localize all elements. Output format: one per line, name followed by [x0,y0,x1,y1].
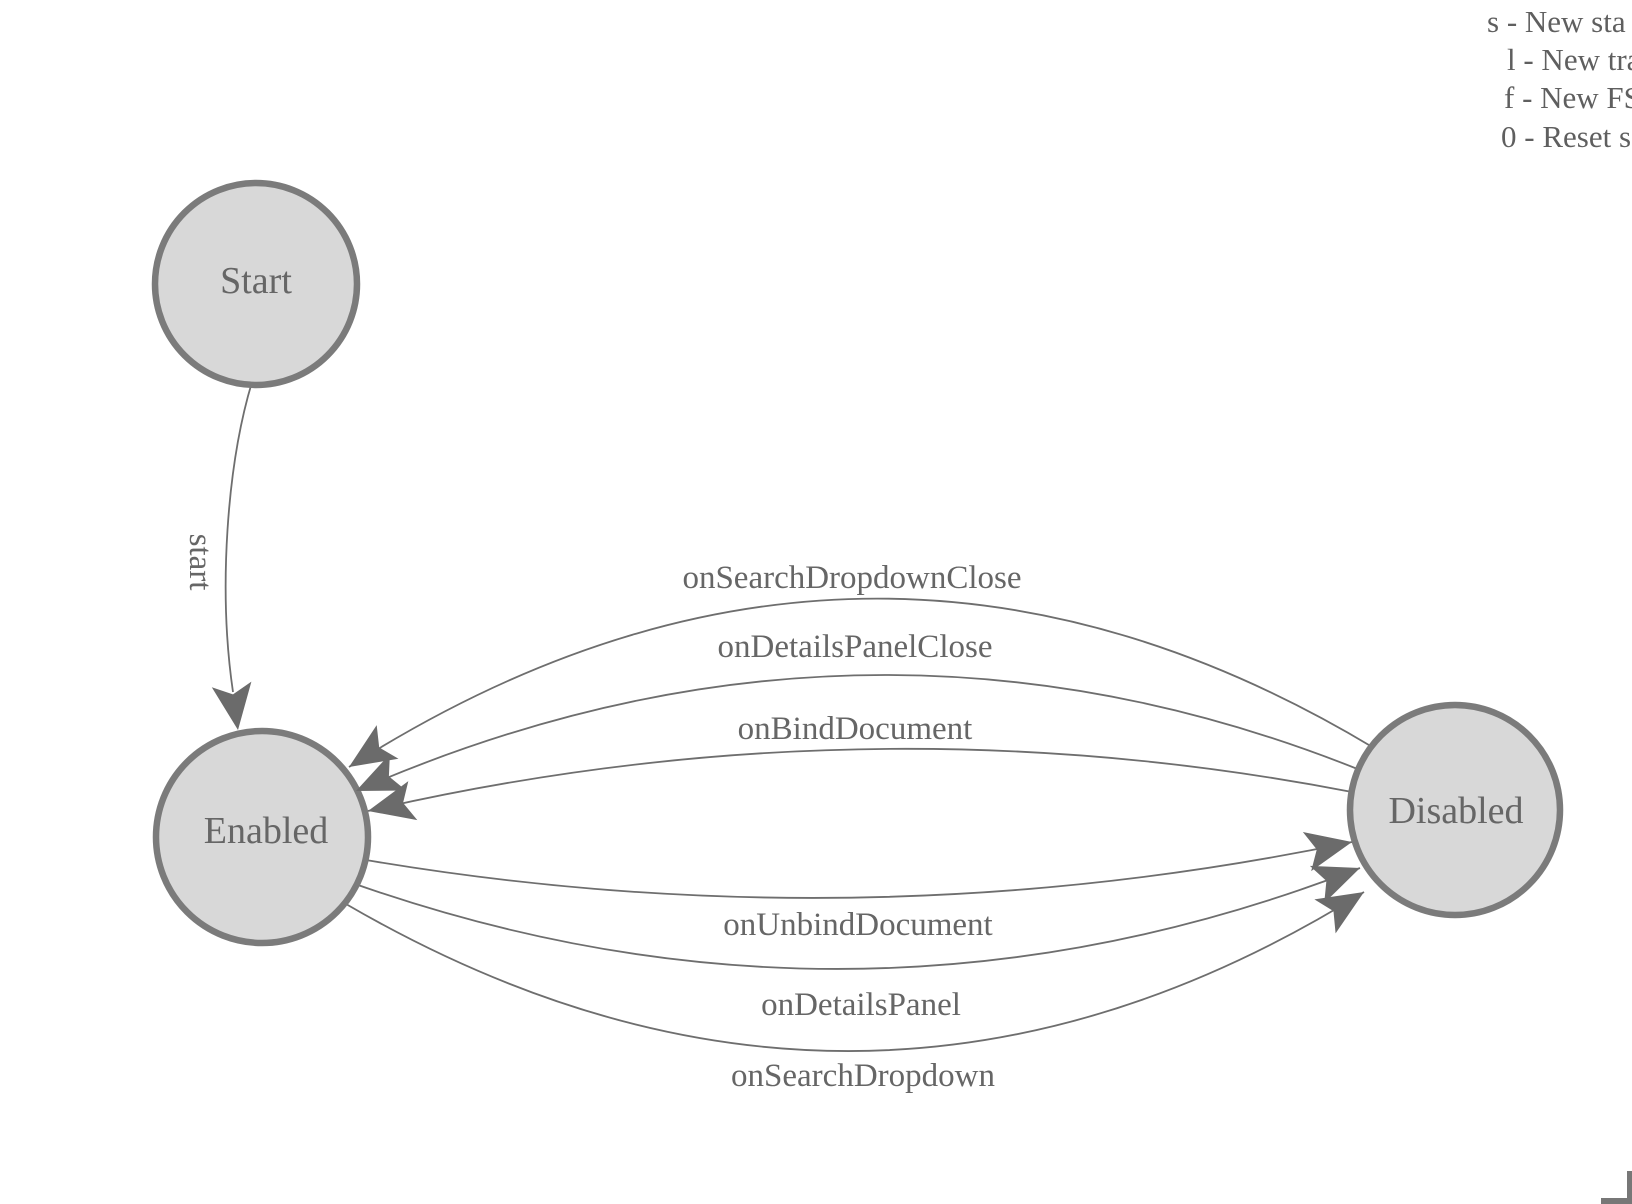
edge-label-onDetailsPanelClose: onDetailsPanelClose [718,629,993,665]
edge-onUnbindDocument [365,841,1353,899]
edge-onSearchDropdownClose [348,597,1375,768]
edge-label-onUnbindDocument: onUnbindDocument [723,907,992,943]
state-node-disabled[interactable] [1346,701,1564,919]
arrowhead-start [211,681,252,730]
edge-onDetailsPanel [357,867,1361,970]
arrowhead-onDetailsPanel [1309,865,1360,904]
state-label-disabled: Disabled [1388,790,1523,832]
edge-start [224,381,253,693]
edge-onSearchDropdown [345,891,1365,1052]
transition-labels: start onSearchDropdownClose onDetailsPan… [182,534,1022,1094]
edge-label-onBindDocument: onBindDocument [738,711,973,747]
edge-label-onDetailsPanel: onDetailsPanel [761,987,961,1023]
arrowhead-onSearchDropdown [1314,892,1364,934]
state-nodes [151,179,1564,947]
state-node-enabled[interactable] [152,727,372,947]
edge-label-onSearchDropdownClose: onSearchDropdownClose [682,560,1021,596]
arrowhead-onUnbindDocument [1302,832,1352,872]
edge-onDetailsPanelClose [355,674,1361,792]
edge-label-start: start [182,534,218,591]
state-labels: Start Enabled Disabled [204,260,1524,852]
edge-onBindDocument [367,747,1353,812]
edge-label-onSearchDropdown: onSearchDropdown [731,1058,995,1094]
arrowhead-onBindDocument [368,781,418,821]
corner-horizontal-bar [1601,1198,1632,1204]
corner-vertical-bar [1627,1171,1632,1204]
state-label-start: Start [220,260,292,302]
transition-edges [224,381,1375,1052]
state-node-start[interactable] [151,179,361,389]
arrowhead-onDetailsPanelClose [356,754,407,791]
arrowhead-onSearchDropdownClose [349,725,399,767]
state-label-enabled: Enabled [204,810,329,852]
frame-corner-mark [1601,1171,1632,1204]
arrowheads [211,681,1364,934]
